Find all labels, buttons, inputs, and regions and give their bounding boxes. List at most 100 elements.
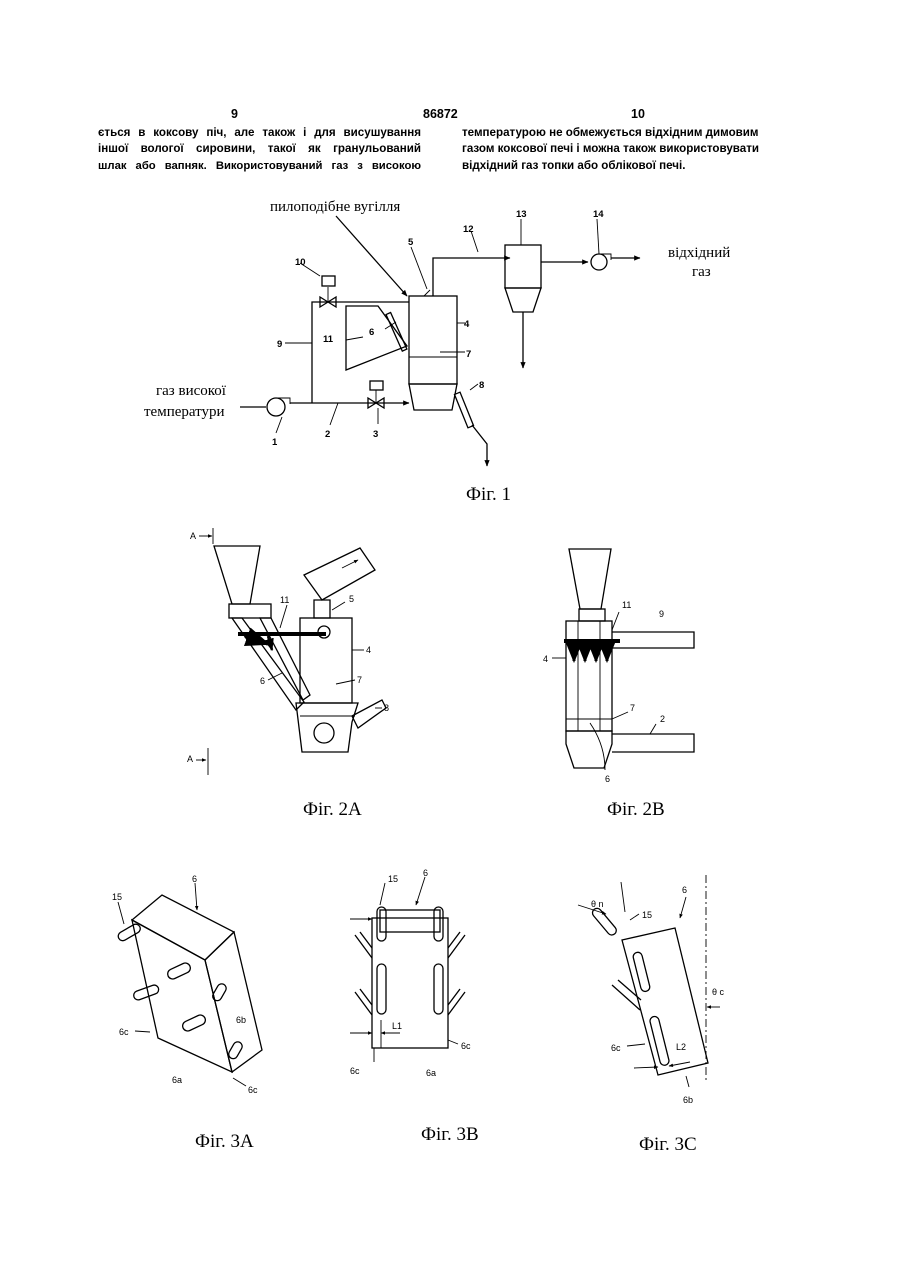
discharge-arrow (472, 425, 487, 466)
figure-3b-title: Фіг. 3В (421, 1124, 479, 1145)
leader-6c-right (448, 1040, 458, 1044)
leader-1 (276, 417, 282, 433)
label-8: 8 (384, 703, 389, 713)
side-nozzle (448, 932, 460, 948)
exhaust-fan-14 (591, 254, 607, 270)
nozzle-15-top (591, 907, 618, 937)
label-7: 7 (466, 349, 471, 360)
label-5: 5 (349, 594, 354, 604)
leader-5 (332, 602, 345, 610)
label-4: 4 (464, 319, 470, 330)
label-11: 11 (622, 600, 631, 610)
leader-11 (280, 605, 287, 628)
label-L1: L1 (392, 1021, 402, 1031)
coal-hopper (569, 549, 611, 609)
cyclone-cone (505, 288, 541, 312)
label-12: 12 (463, 224, 474, 235)
side-nozzle (355, 992, 372, 1015)
cyclone-13 (505, 245, 541, 288)
leader-6 (195, 883, 197, 910)
blower-1 (267, 398, 285, 416)
outlet-pipe-12 (433, 258, 510, 296)
figure-3b: 15 6 L1 6c 6c 6a Фіг. 3В (350, 868, 479, 1145)
leader-14 (597, 219, 599, 254)
feed-chute-inner (260, 618, 310, 700)
label-6c: 6c (611, 1043, 621, 1053)
hopper-feeder (229, 604, 271, 618)
leader-2 (330, 403, 338, 425)
label-6: 6 (369, 327, 374, 338)
offgas-label-line2: газ (692, 264, 711, 280)
feed-chute-6 (232, 618, 304, 710)
label-6: 6 (682, 885, 687, 895)
nozzle-slot (181, 1013, 207, 1032)
angle-n-ref (621, 882, 625, 912)
label-15: 15 (112, 892, 122, 902)
label-11: 11 (323, 334, 334, 345)
nozzle-slot (227, 1040, 244, 1060)
leader-6c (135, 1031, 150, 1032)
label-15: 15 (388, 874, 398, 884)
leader-15 (380, 883, 385, 905)
label-3: 3 (373, 429, 378, 440)
label-L2: L2 (676, 1042, 686, 1052)
label-6: 6 (260, 676, 265, 686)
side-nozzle (448, 989, 460, 1005)
pipe-9 (612, 632, 694, 648)
label-6: 6 (423, 868, 428, 878)
dryer-bottom-hopper (409, 384, 457, 410)
leader-2 (650, 724, 656, 734)
label-7: 7 (357, 675, 362, 685)
leader-5 (411, 247, 427, 289)
label-8: 8 (479, 380, 484, 391)
hotgas-label-line2: температури (144, 404, 225, 420)
label-10: 10 (295, 257, 306, 268)
pipe-2 (612, 734, 694, 752)
nozzle-slot (649, 1016, 670, 1067)
leader-15 (630, 914, 639, 920)
nozzle-15 (377, 964, 386, 1014)
figure-3a-title: Фіг. 3А (195, 1131, 254, 1152)
nozzle-slot (166, 961, 192, 980)
figure-2a-title: Фіг. 2А (303, 799, 362, 820)
valve-3-actuator (370, 381, 383, 390)
block-front-face-6c (132, 920, 232, 1072)
figure-2b: 11 9 4 7 2 6 Фіг. 2В (543, 549, 694, 820)
side-nozzle (612, 985, 640, 1010)
leader-15 (118, 902, 124, 924)
outlet-duct-5 (314, 600, 330, 618)
nozzle-15 (377, 907, 386, 941)
label-9: 9 (277, 339, 282, 350)
hopper-feeder (579, 609, 605, 621)
dim-l2-right (669, 1062, 690, 1066)
bottom-chamber (296, 703, 358, 752)
figure-3c: θ n 15 6 θ c 6c L2 6b Фіг. 3С (578, 875, 725, 1155)
coal-label: пилоподібне вугілля (270, 199, 400, 215)
coal-hopper (214, 546, 260, 604)
outlet-flow-arrow (342, 560, 358, 568)
dryer-vessel-4 (409, 296, 457, 384)
label-2: 2 (660, 714, 665, 724)
section-mark-bottom: A (187, 754, 193, 764)
label-6: 6 (192, 874, 197, 884)
side-nozzle (448, 935, 465, 958)
label-6a: 6a (172, 1075, 182, 1085)
label-6c-left: 6c (350, 1066, 360, 1076)
label-9: 9 (659, 609, 664, 619)
side-nozzle (618, 980, 641, 1000)
leader-7 (612, 712, 628, 719)
figure-3a: 6 15 6b 6c 6a 6c Фіг. 3А (112, 874, 262, 1152)
figure-1-title: Фіг. 1 (466, 484, 511, 505)
nozzle-15 (434, 964, 443, 1014)
label-5: 5 (408, 237, 414, 248)
side-nozzle (355, 935, 372, 958)
vessel-top-line (424, 290, 430, 296)
figure-2a: A A 11 5 4 (187, 528, 389, 820)
figure-2b-title: Фіг. 2В (607, 799, 665, 820)
label-14: 14 (593, 209, 604, 220)
leader-6c (627, 1044, 645, 1046)
label-4: 4 (543, 654, 548, 664)
label-13: 13 (516, 209, 527, 220)
leader-6 (416, 877, 425, 905)
